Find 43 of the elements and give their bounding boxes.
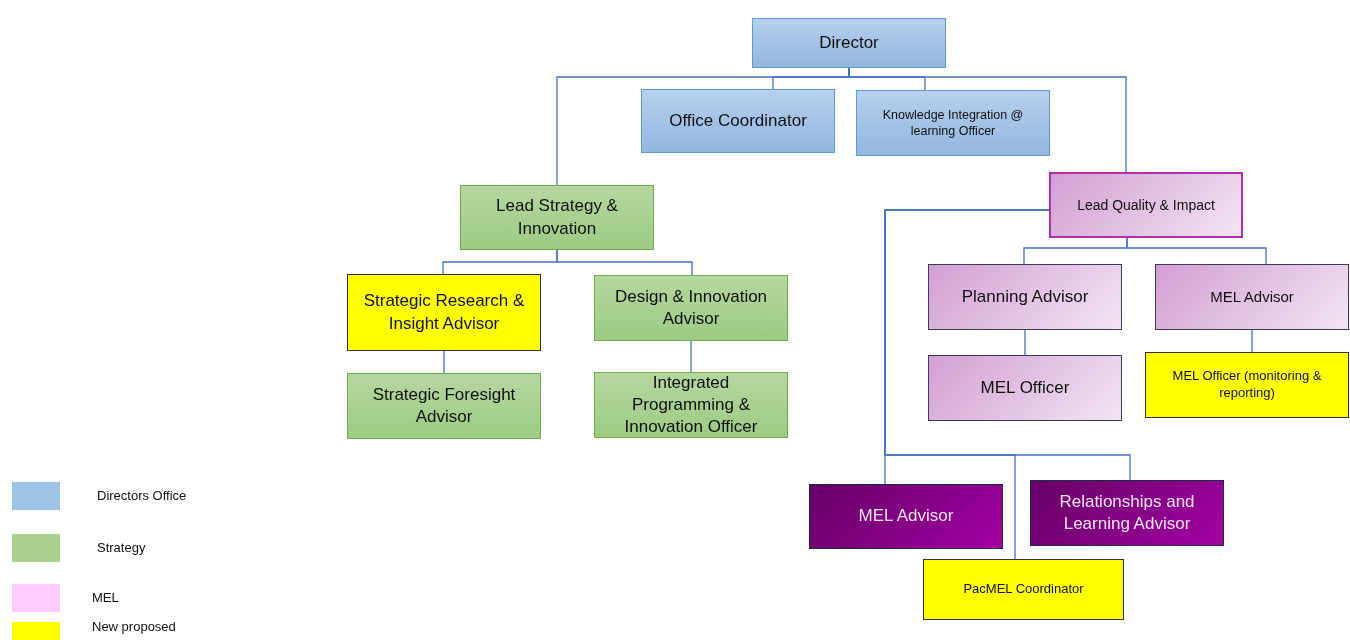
role-title: MEL Advisor [858, 505, 954, 528]
role-box [594, 275, 788, 341]
role-box [928, 264, 1122, 330]
role-box [1155, 264, 1349, 330]
role-box [347, 274, 541, 351]
role-box [752, 18, 946, 68]
connector-line [884, 209, 1050, 560]
legend-label: MEL [92, 590, 119, 605]
connector-line [1024, 329, 1026, 356]
role-title: Planning Advisor [961, 285, 1089, 308]
connector-line [443, 350, 445, 374]
role-title: Office Coordinator [669, 109, 807, 132]
role-title: Knowledge Integration @ learning Officer [881, 106, 1025, 140]
connector-line [690, 340, 692, 373]
role-title: Strategic Foresight Advisor [371, 383, 517, 428]
role-title: Lead Quality & Impact [1077, 195, 1215, 215]
legend-label: Strategy [97, 540, 146, 555]
legend-label: Directors Office [97, 488, 187, 503]
role-box [594, 372, 788, 438]
connector-line [556, 249, 693, 276]
role-box [460, 185, 654, 250]
role-title: Strategic Research & Insight Advisor [362, 290, 526, 335]
role-box [1145, 352, 1349, 418]
role-title: Relationships and Learning Advisor [1058, 490, 1196, 535]
role-box [1030, 480, 1224, 546]
role-title: PacMEL Coordinator [963, 581, 1084, 598]
role-title: Director [819, 31, 879, 54]
role-box [923, 559, 1124, 620]
role-title: MEL Officer [980, 376, 1070, 399]
role-title: Lead Strategy & Innovation [495, 195, 619, 240]
connector-line [1126, 237, 1267, 265]
role-box [928, 355, 1122, 421]
role-title: MEL Officer (monitoring & reporting) [1171, 368, 1323, 402]
role-title: MEL Advisor [1210, 287, 1294, 307]
connector-line [1251, 329, 1253, 353]
role-title: Design & Innovation Advisor [613, 285, 769, 330]
legend-label: New proposed [92, 619, 176, 634]
role-box [641, 89, 835, 153]
role-box [809, 484, 1003, 549]
role-title: Integrated Programming & Innovation Officer [623, 371, 759, 439]
role-box [856, 90, 1050, 156]
role-box [1049, 172, 1243, 238]
role-box [347, 373, 541, 439]
